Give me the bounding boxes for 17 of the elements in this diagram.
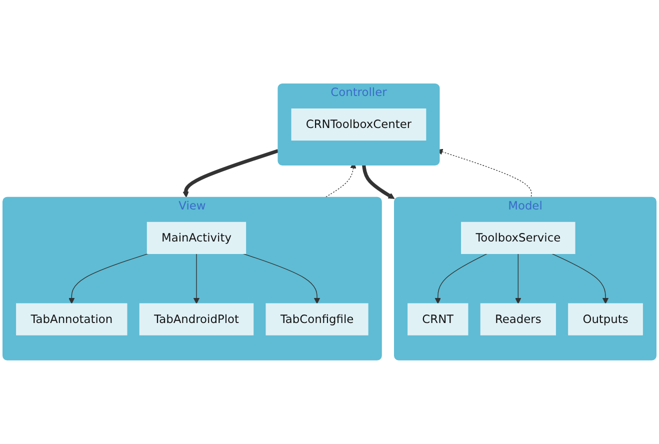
node-box: TabAnnotation bbox=[16, 303, 128, 336]
node-box: TabAndroidPlot bbox=[139, 303, 254, 336]
arrow bbox=[362, 165, 395, 200]
arrow bbox=[434, 253, 488, 304]
node-box: TabConfigfile bbox=[266, 303, 368, 336]
node-box: Readers bbox=[480, 303, 556, 336]
arrow bbox=[552, 253, 609, 304]
arrow bbox=[68, 253, 149, 304]
arrow bbox=[193, 253, 200, 304]
arrow bbox=[182, 149, 279, 198]
node-box: ToolboxService bbox=[461, 222, 576, 254]
node-box: MainActivity bbox=[146, 222, 246, 254]
arrow bbox=[515, 253, 522, 304]
node-box: Outputs bbox=[568, 303, 643, 336]
arrow bbox=[242, 253, 320, 304]
node-box: CRNToolboxCenter bbox=[291, 108, 426, 141]
node-box: CRNT bbox=[408, 303, 468, 336]
